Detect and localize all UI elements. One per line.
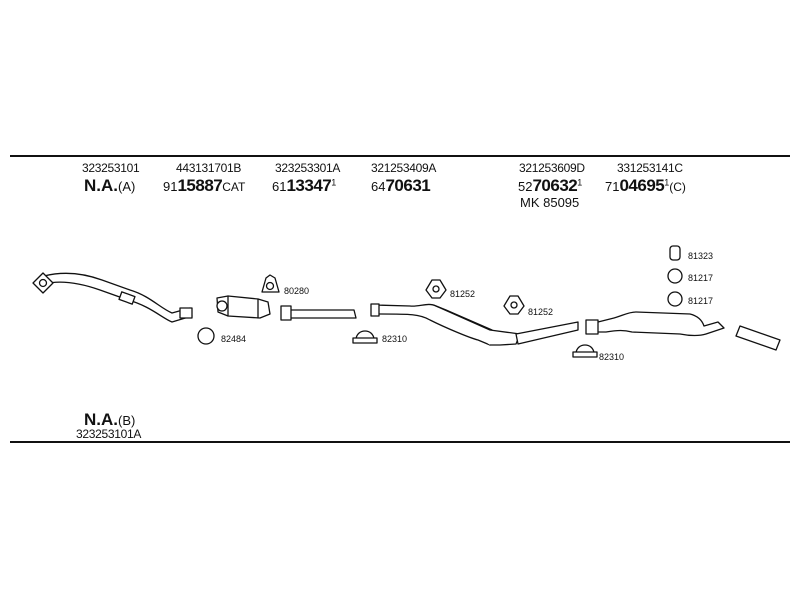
ref-na-bottom: N.A.(B) xyxy=(84,410,136,429)
sealing-ring-82484-part xyxy=(198,328,214,344)
label-82484: 82484 xyxy=(221,334,247,344)
mount-81323-part xyxy=(670,246,680,260)
label-81252-left: 81252 xyxy=(450,289,476,299)
gasket-80280-part xyxy=(262,275,279,292)
ring-81217-upper-part xyxy=(668,269,682,283)
label-82310-right: 82310 xyxy=(599,352,625,362)
label-81217-lower: 81217 xyxy=(688,296,714,306)
rubber-mount-81252-right-part xyxy=(504,296,524,314)
top-divider-line xyxy=(10,155,790,157)
catalytic-converter-part xyxy=(217,296,270,318)
label-82310-left: 82310 xyxy=(382,334,408,344)
ref-col5: 52706321 xyxy=(518,176,583,195)
label-81252-right: 81252 xyxy=(528,307,554,317)
clamp-82310-right-part xyxy=(573,345,597,357)
part-number-col2: 443131701B xyxy=(176,161,242,175)
rubber-mount-81252-left-part xyxy=(426,280,446,298)
front-pipe-part xyxy=(33,273,192,322)
part-number-bottom: 323253101A xyxy=(76,427,142,441)
tail-pipe-part xyxy=(736,326,780,350)
clamp-82310-left-part xyxy=(353,331,377,343)
label-80280: 80280 xyxy=(284,286,310,296)
intermediate-pipe-part xyxy=(281,306,356,320)
bottom-divider-line xyxy=(10,441,790,443)
part-number-col4: 321253409A xyxy=(371,161,437,175)
label-81323: 81323 xyxy=(688,251,714,261)
ref-na-text: N.A. xyxy=(84,176,118,195)
ref-col3: 61133471 xyxy=(272,176,337,195)
part-number-col1: 323253101 xyxy=(82,161,140,175)
rear-silencer-part xyxy=(586,312,724,336)
middle-silencer-part xyxy=(371,304,578,345)
part-number-col5: 321253609D xyxy=(519,161,585,175)
ring-81217-lower-part xyxy=(668,292,682,306)
ref-na-suffix: (A) xyxy=(118,179,136,194)
part-number-col3: 323253301A xyxy=(275,161,341,175)
ref-col6: 71046951(C) xyxy=(605,176,686,195)
label-81217-upper: 81217 xyxy=(688,273,714,283)
part-number-col6: 331253141C xyxy=(617,161,683,175)
kit-number: MK 85095 xyxy=(520,195,580,210)
ref-col4: 6470631 xyxy=(371,176,431,195)
ref-na-col1: N.A.(A) xyxy=(84,176,135,196)
ref-col2: 9115887CAT xyxy=(163,176,246,195)
